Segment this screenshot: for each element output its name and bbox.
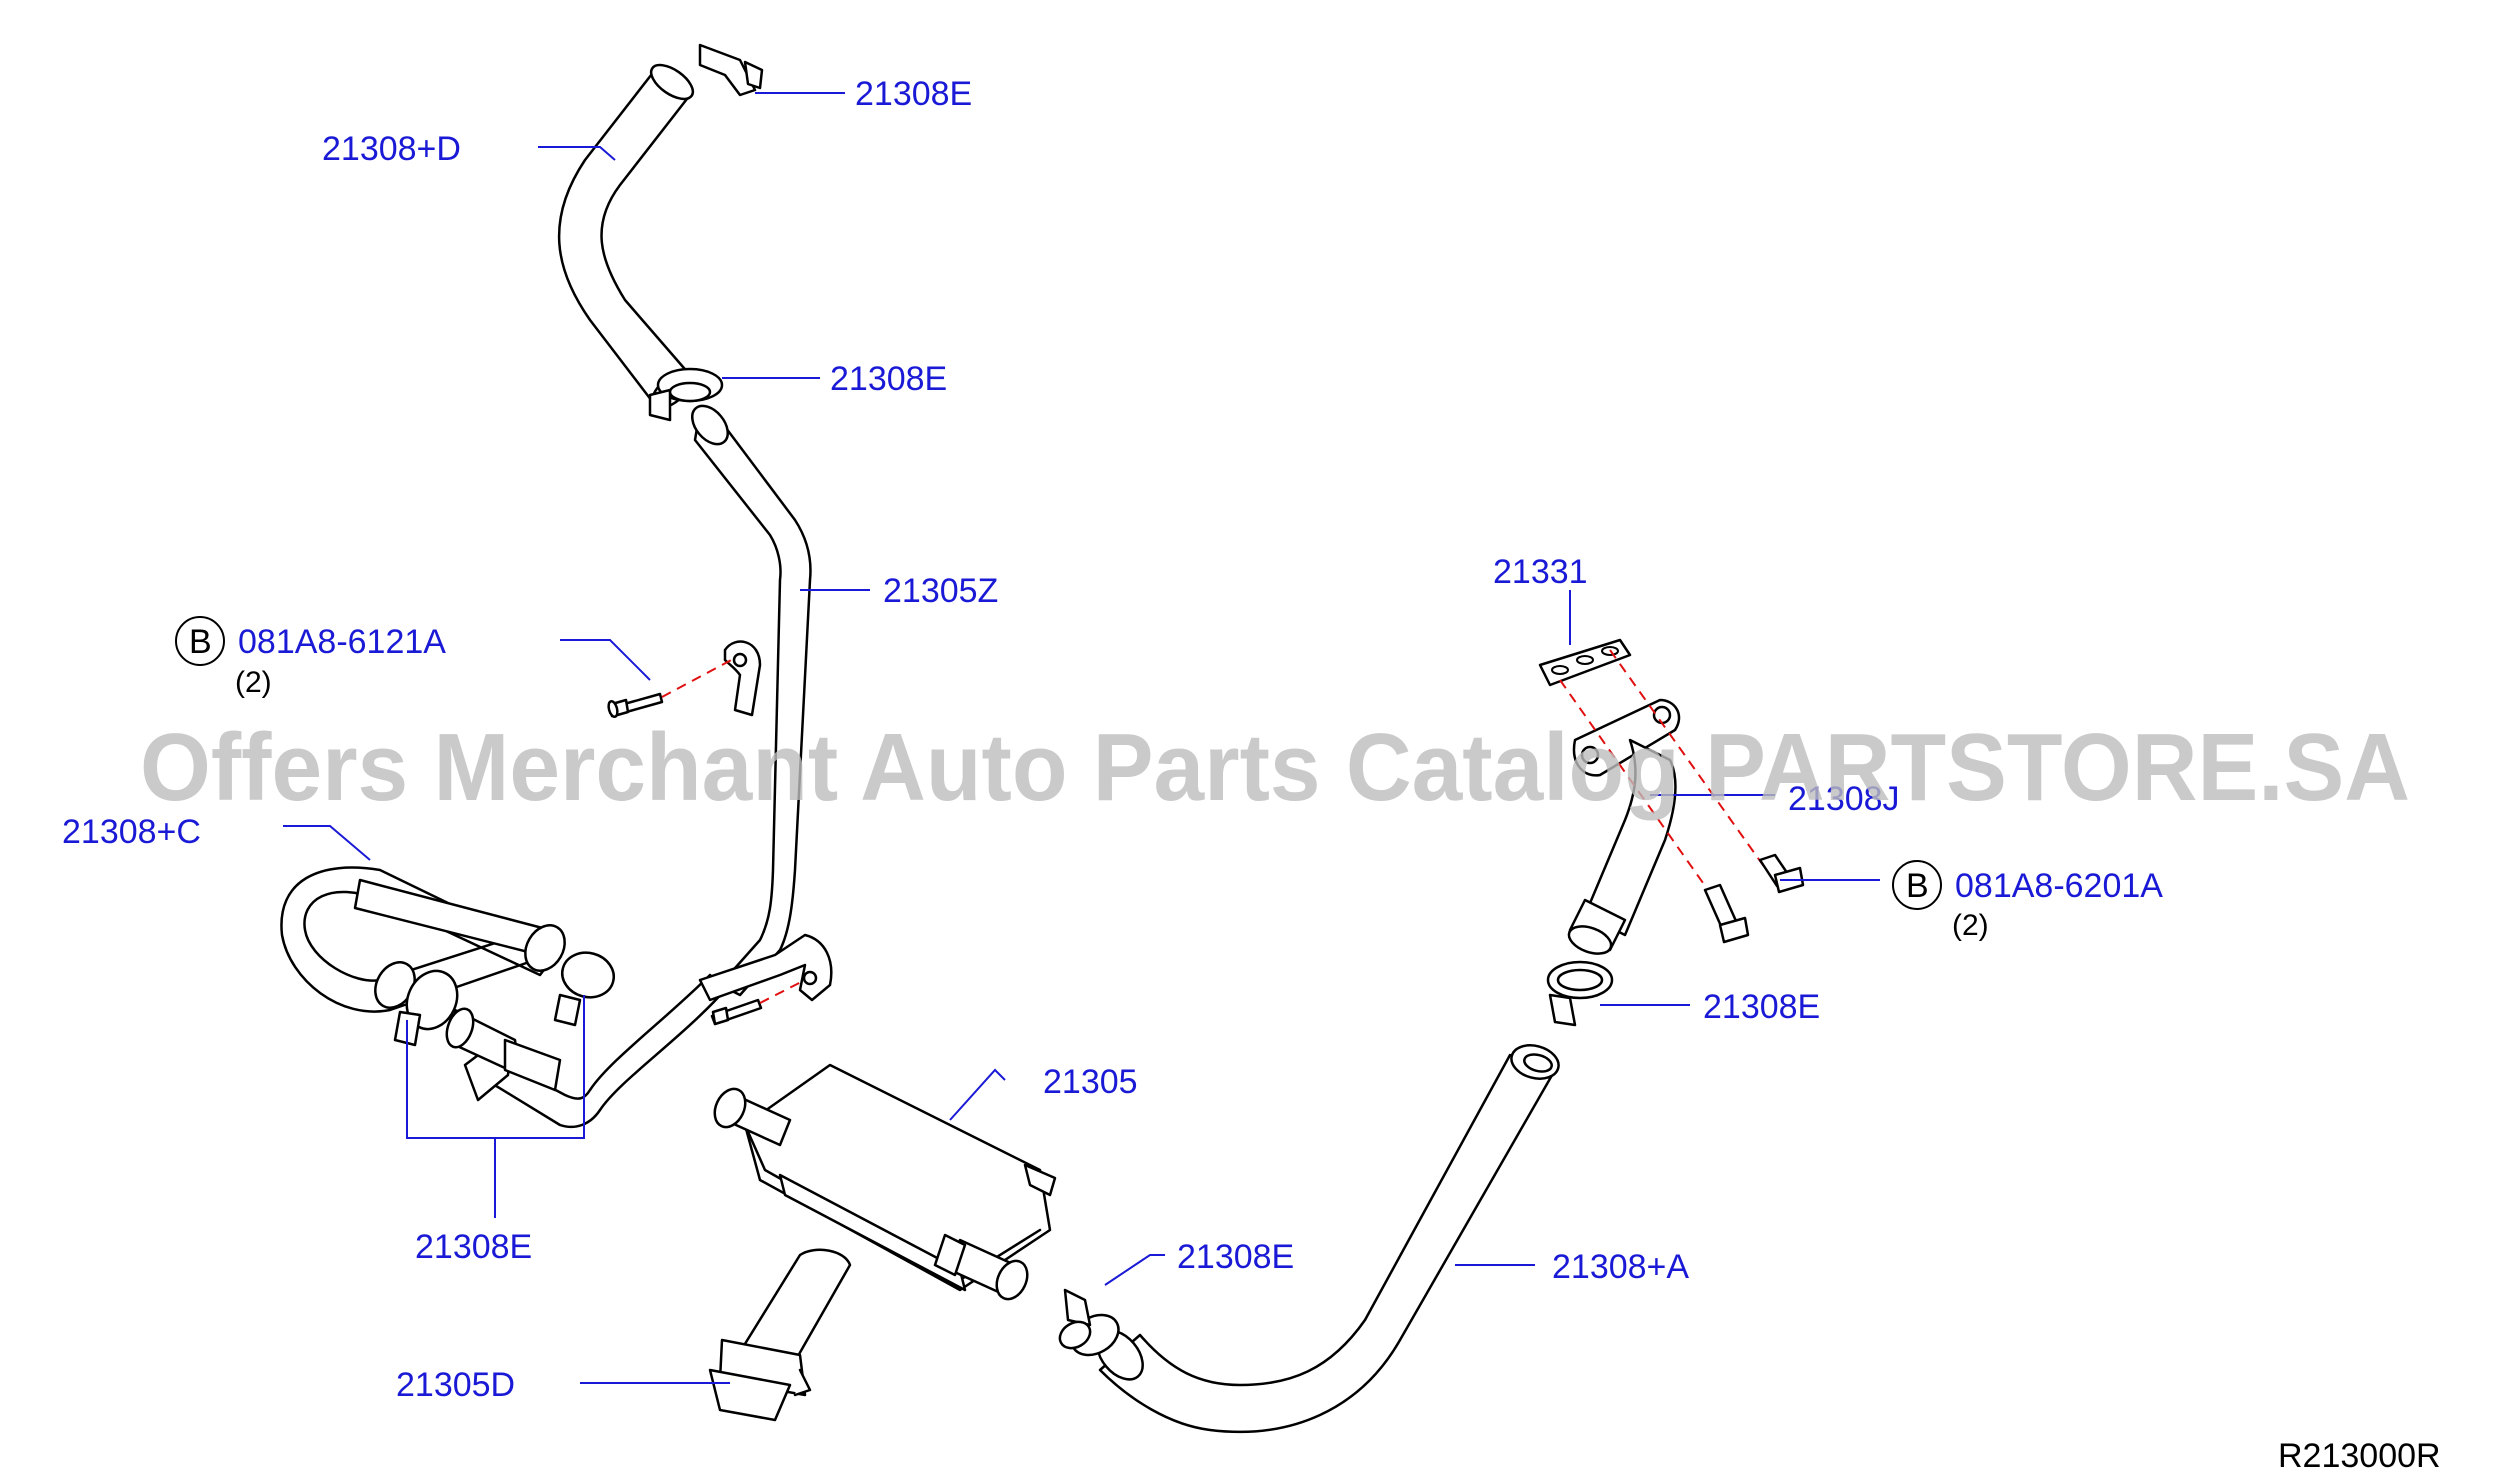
label-21305: 21305 — [1043, 1063, 1138, 1101]
bolt-left-upper-drawing — [607, 692, 664, 719]
label-21308c: 21308+C — [62, 813, 201, 851]
clamp-bottom-drawing — [1058, 1288, 1120, 1357]
watermark-text: Offers Merchant Auto Parts Catalog PARTS… — [140, 714, 2410, 821]
label-21308e-left: 21308E — [415, 1228, 532, 1266]
label-081a8-6201a: 081A8-6201A — [1955, 867, 2163, 905]
cooler-21305-drawing — [713, 1063, 1057, 1301]
label-21308j: 21308J — [1788, 780, 1900, 818]
leader-lines — [283, 92, 1880, 1384]
bolt-left-lower-drawing — [710, 998, 763, 1026]
label-21308e-mid: 21308E — [830, 360, 947, 398]
clamp-top-drawing — [698, 43, 764, 97]
label-21331: 21331 — [1493, 553, 1588, 591]
label-21308e-bottom: 21308E — [1177, 1238, 1294, 1276]
label-qty-right: (2) — [1952, 909, 1989, 942]
circle-b-right — [1892, 860, 1942, 910]
clamps-left-drawing — [393, 951, 616, 1047]
hose-21308a-drawing — [1096, 1044, 1560, 1434]
pipe-21308j-drawing — [1567, 698, 1681, 955]
diagram-reference-code: R213000R — [2278, 1437, 2441, 1475]
gasket-21331-drawing — [1538, 638, 1632, 687]
label-21308d: 21308+D — [322, 130, 461, 168]
label-21308e-top: 21308E — [855, 75, 972, 113]
label-21308e-right: 21308E — [1703, 988, 1820, 1026]
bolt-right-a-drawing — [1703, 883, 1750, 944]
label-21305z: 21305Z — [883, 572, 998, 610]
label-21305d: 21305D — [396, 1366, 515, 1404]
bolt-right-b-drawing — [1758, 853, 1805, 894]
label-21308a: 21308+A — [1552, 1248, 1689, 1286]
connector-21305d-drawing — [708, 1248, 852, 1422]
hose-21308c-drawing — [280, 866, 566, 1092]
circle-b-left-letter: B — [189, 623, 212, 661]
label-qty-left: (2) — [235, 666, 272, 699]
label-081a8-6121a: 081A8-6121A — [238, 623, 446, 661]
hose-21308d-drawing — [557, 63, 695, 410]
circle-b-left — [175, 616, 225, 666]
clamp-mid-drawing — [648, 367, 724, 422]
circle-b-right-letter: B — [1906, 867, 1929, 905]
clamp-right-drawing — [1546, 960, 1614, 1027]
